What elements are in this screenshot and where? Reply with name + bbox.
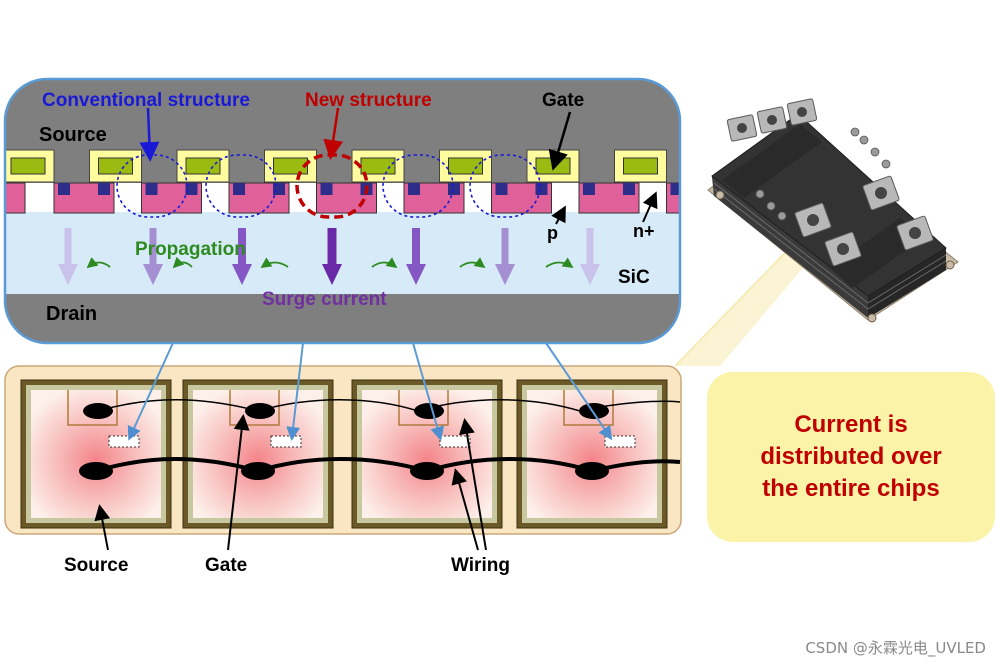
n-plus bbox=[320, 183, 333, 195]
surge-arrow-head bbox=[322, 264, 342, 285]
propagation-arrow bbox=[545, 257, 574, 269]
p-region-label: p bbox=[547, 223, 558, 243]
n-plus bbox=[185, 183, 198, 195]
bottom-pointers bbox=[94, 414, 487, 551]
conventional-circle bbox=[116, 154, 188, 218]
n-plus bbox=[448, 183, 460, 195]
propagation-arrow bbox=[172, 256, 193, 269]
highlight-box bbox=[604, 435, 636, 448]
gate-label-top: Gate bbox=[542, 90, 584, 111]
n-plus-label: n+ bbox=[633, 221, 655, 241]
n-plus bbox=[583, 183, 595, 195]
chip bbox=[182, 379, 334, 529]
gate-poly bbox=[623, 157, 658, 175]
surge-arrow bbox=[64, 228, 72, 266]
gate-label-bottom: Gate bbox=[205, 555, 247, 576]
propagation-arrow bbox=[86, 257, 111, 269]
conventional-structure-label: Conventional structure bbox=[42, 90, 250, 111]
callout-box: Current is distributed over the entire c… bbox=[707, 372, 995, 542]
surge-arrow bbox=[412, 228, 420, 266]
chip-panel bbox=[4, 365, 682, 535]
n-plus bbox=[233, 183, 245, 195]
surge-arrow bbox=[238, 228, 246, 266]
n-plus bbox=[273, 183, 285, 195]
highlight-box bbox=[270, 435, 302, 448]
gate-poly bbox=[10, 157, 46, 175]
sic-label: SiC bbox=[618, 267, 650, 288]
n-plus bbox=[58, 183, 70, 195]
highlight-box bbox=[108, 435, 140, 448]
gate-bond bbox=[579, 403, 609, 419]
source-label-bottom: Source bbox=[64, 555, 128, 576]
conventional-circle bbox=[382, 154, 454, 218]
highlight-box bbox=[439, 435, 471, 448]
power-module-image bbox=[674, 98, 959, 368]
conventional-circle bbox=[205, 154, 277, 218]
surge-arrow bbox=[327, 228, 337, 266]
wiring-label: Wiring bbox=[451, 555, 510, 576]
chip-row bbox=[20, 379, 681, 529]
cross-section bbox=[5, 79, 680, 343]
drain-metal bbox=[5, 294, 680, 343]
gate-pad-outline bbox=[229, 390, 280, 426]
mosfet-cell bbox=[614, 149, 680, 214]
surge-arrow bbox=[501, 228, 509, 266]
n-plus bbox=[145, 183, 158, 195]
chip bbox=[20, 379, 172, 529]
mosfet-cell bbox=[5, 149, 115, 214]
surge-arrow-head bbox=[406, 264, 426, 285]
zoom-links bbox=[127, 342, 613, 441]
gate-poly bbox=[185, 157, 221, 175]
surge-arrow-head bbox=[143, 264, 163, 285]
conventional-pointer bbox=[139, 107, 160, 162]
gate-pad-outline bbox=[398, 390, 449, 426]
gate-poly bbox=[273, 157, 308, 175]
propagation-arrow bbox=[459, 257, 486, 269]
surge-arrow bbox=[149, 228, 157, 266]
mosfet-cell bbox=[176, 149, 290, 214]
n-plus bbox=[670, 183, 680, 195]
propagation-label: Propagation bbox=[135, 239, 246, 260]
n-plus-pointer bbox=[642, 191, 658, 223]
p-pointer bbox=[551, 205, 566, 225]
surge-current-label: Surge current bbox=[262, 289, 387, 310]
gate-wire bbox=[97, 399, 681, 412]
mosfet-cell bbox=[439, 149, 552, 214]
source-wire bbox=[95, 457, 681, 474]
propagation-arrow bbox=[260, 257, 289, 269]
surge-arrow-head bbox=[495, 264, 515, 285]
labels: Conventional structure New structure Gat… bbox=[39, 90, 655, 576]
n-plus bbox=[535, 183, 548, 195]
gate-poly bbox=[448, 157, 483, 175]
gate-poly bbox=[535, 157, 571, 175]
callout-text: Current is distributed over the entire c… bbox=[760, 411, 942, 502]
surge-arrow-head bbox=[232, 264, 252, 285]
zoom-frame bbox=[3, 77, 682, 345]
conventional-circle bbox=[469, 154, 541, 218]
n-plus bbox=[408, 183, 420, 195]
n-plus bbox=[98, 183, 110, 195]
source-label-top: Source bbox=[39, 124, 107, 146]
surge-arrow-head bbox=[58, 264, 78, 285]
gate-poly bbox=[360, 157, 396, 175]
propagation-arrow bbox=[371, 257, 398, 269]
chip bbox=[351, 379, 503, 529]
watermark: CSDN @永霖光电_UVLED bbox=[805, 639, 986, 657]
surge-arrow-head bbox=[580, 264, 600, 285]
sic-layer bbox=[5, 212, 680, 294]
gate-pointer bbox=[548, 111, 572, 171]
mosfet-cell bbox=[89, 149, 202, 214]
surge-arrow bbox=[586, 228, 594, 266]
p-well bbox=[5, 182, 26, 214]
gate-poly bbox=[98, 157, 133, 175]
n-plus bbox=[623, 183, 635, 195]
drain-label: Drain bbox=[46, 303, 97, 325]
new-structure-pointer bbox=[323, 107, 344, 160]
new-structure-label: New structure bbox=[305, 90, 432, 111]
gate-pad-outline bbox=[67, 390, 118, 426]
n-plus bbox=[495, 183, 508, 195]
